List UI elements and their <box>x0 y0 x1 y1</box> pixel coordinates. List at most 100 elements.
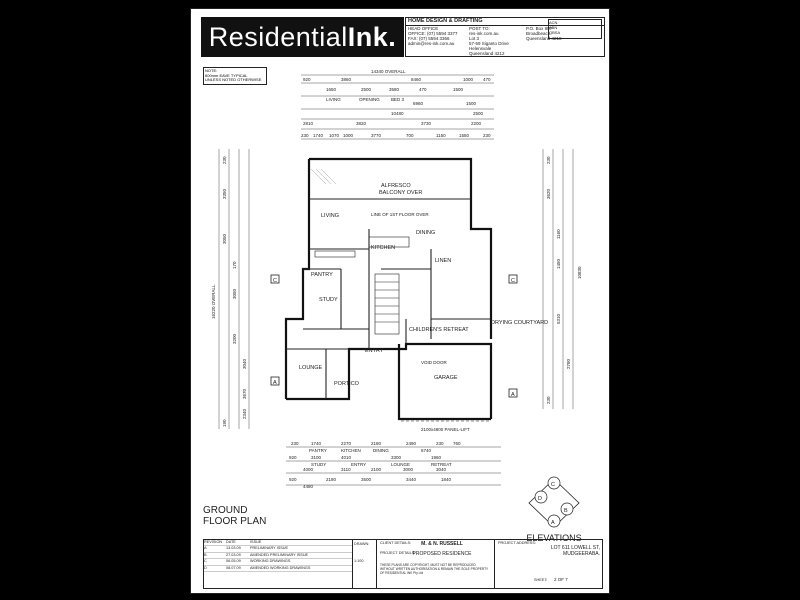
overall-width: 14340 OVERALL <box>371 69 406 74</box>
right-dimensions <box>542 149 574 409</box>
svg-text:2490: 2490 <box>406 441 417 446</box>
client-name: M. & N. RUSSELL <box>421 541 463 547</box>
stair <box>374 273 400 335</box>
svg-text:3580: 3580 <box>389 87 400 92</box>
elevations-key: C D B A ELEVATIONS <box>509 475 599 543</box>
revision-header: REVISION DATE ISSUE <box>204 540 352 547</box>
svg-text:230: 230 <box>222 156 227 164</box>
svg-text:3050: 3050 <box>222 233 227 244</box>
revision-table: REVISION DATE ISSUE A 13.03.09 PRELIMINA… <box>204 540 353 588</box>
svg-text:3040: 3040 <box>436 467 447 472</box>
garage-note: VOID DOOR <box>421 360 448 365</box>
room-garage: GARAGE <box>434 375 458 381</box>
header-pobox: P.O. Box 887 Broadbeach Queensland 4218 <box>526 26 562 41</box>
svg-text:920: 920 <box>303 77 311 82</box>
room-study: STUDY <box>319 297 338 303</box>
top-dim-row1: 920 3860 8460 1000 470 <box>303 77 491 82</box>
room-pantry: PANTRY <box>311 272 333 278</box>
top-dim-row5: 2810 3820 3730 2200 <box>303 121 482 126</box>
svg-text:1500: 1500 <box>453 87 464 92</box>
left-dim-list: 230 3350 3050 170 3050 3200 3040 3670 23… <box>222 156 247 427</box>
svg-text:3500: 3500 <box>361 477 372 482</box>
elevation-d: D <box>538 496 542 502</box>
svg-text:STUDY: STUDY <box>311 462 326 467</box>
company-logo: ResidentialInk. <box>201 17 404 57</box>
top-dim-row6: 230 1740 1070 1000 3770 700 1150 1550 23… <box>301 133 491 138</box>
svg-text:170: 170 <box>232 261 237 269</box>
room-alfresco: ALFRESCO <box>381 183 411 189</box>
overall-depth: 16220 OVERALL <box>211 284 216 319</box>
svg-text:230: 230 <box>301 133 309 138</box>
drawing-sheet: ResidentialInk. HOME DESIGN & DRAFTING H… <box>190 8 610 594</box>
header-contact: HEAD OFFICE OFFICE: (07) 5594 3377 FAX: … <box>408 26 458 46</box>
svg-text:230: 230 <box>546 156 551 164</box>
svg-text:230: 230 <box>291 441 299 446</box>
revision-row: D 08.07.09 AMENDED WORKING DRAWINGS <box>204 566 352 572</box>
svg-text:DINING: DINING <box>373 448 389 453</box>
section-a-right: A <box>511 392 515 398</box>
svg-text:3860: 3860 <box>341 77 352 82</box>
svg-text:6960: 6960 <box>413 101 424 106</box>
svg-text:3100: 3100 <box>311 455 322 460</box>
svg-text:1960: 1960 <box>431 455 442 460</box>
svg-text:3050: 3050 <box>232 288 237 299</box>
revision-row: B 27.03.09 AMENDED PRELIMINARY ISSUE <box>204 553 352 560</box>
svg-text:6740: 6740 <box>421 448 432 453</box>
svg-text:2200: 2200 <box>471 121 482 126</box>
svg-text:OPENING: OPENING <box>359 97 380 102</box>
building-walls <box>284 157 493 421</box>
svg-text:1650: 1650 <box>326 87 337 92</box>
drawing-title: GROUND FLOOR PLAN <box>203 505 267 527</box>
drawn-by: DRAWN: 1:100 <box>354 542 370 563</box>
sheet-label: SHEET: <box>534 578 548 582</box>
void-hatch <box>310 168 337 185</box>
bottom-dimensions <box>286 446 501 486</box>
svg-text:8460: 8460 <box>411 77 422 82</box>
top-dim-row3: 6960 1500 10480 2500 <box>391 101 484 116</box>
svg-text:2180: 2180 <box>371 441 382 446</box>
garage-door-note: 2100x4800 PANEL-LIFT <box>421 427 470 432</box>
svg-text:2500: 2500 <box>361 87 372 92</box>
room-entry: ENTRY <box>365 348 384 354</box>
bottom-dim-row2: 920 3100 4010 3300 1960 STUDY ENTRY LOUN… <box>289 455 452 467</box>
svg-text:3040: 3040 <box>242 358 247 369</box>
svg-text:2270: 2270 <box>341 441 352 446</box>
svg-text:3820: 3820 <box>356 121 367 126</box>
svg-text:3110: 3110 <box>341 467 351 472</box>
svg-text:700: 700 <box>406 133 414 138</box>
top-dimensions <box>301 74 494 140</box>
svg-text:3200: 3200 <box>232 333 237 344</box>
svg-text:1500: 1500 <box>466 101 477 106</box>
void-note: LINE OF 1ST FLOOR OVER <box>371 212 429 217</box>
bottom-dim-row3: 4000 3110 2100 3000 3040 <box>303 467 447 472</box>
svg-text:2500: 2500 <box>473 111 484 116</box>
svg-text:3670: 3670 <box>242 388 247 399</box>
svg-text:230: 230 <box>483 133 491 138</box>
svg-text:4010: 4010 <box>341 455 352 460</box>
left-dimensions <box>218 149 250 429</box>
svg-text:2810: 2810 <box>303 121 314 126</box>
svg-text:230: 230 <box>436 441 444 446</box>
svg-text:LIVING: LIVING <box>326 97 341 102</box>
svg-text:3350: 3350 <box>222 188 227 199</box>
room-kitchen: KITCHEN <box>371 245 395 251</box>
svg-text:5310: 5310 <box>556 313 561 324</box>
section-c-right: C <box>511 278 515 284</box>
project-label: PROJECT DETAILS: <box>380 551 416 555</box>
kitchen-bench <box>314 236 410 258</box>
svg-text:LOUNGE: LOUNGE <box>391 462 410 467</box>
divider <box>494 540 495 588</box>
address-label: PROJECT ADDRESS: <box>498 541 536 545</box>
room-dining: DINING <box>416 230 435 236</box>
room-living: LIVING <box>321 213 339 219</box>
room-drying-courtyard: DRYING COURTYARD <box>491 320 548 326</box>
svg-text:KITCHEN: KITCHEN <box>341 448 361 453</box>
interior-walls <box>286 198 491 399</box>
svg-text:1160: 1160 <box>556 229 561 239</box>
svg-text:BED 3: BED 3 <box>391 97 405 102</box>
svg-text:2780: 2780 <box>566 358 571 369</box>
right-overall: 10830 <box>577 266 582 279</box>
svg-text:3000: 3000 <box>403 467 414 472</box>
svg-text:1740: 1740 <box>311 441 322 446</box>
header-postal: POST TO: res-ink.com.au Lot 3 57-59 Siga… <box>469 26 509 56</box>
